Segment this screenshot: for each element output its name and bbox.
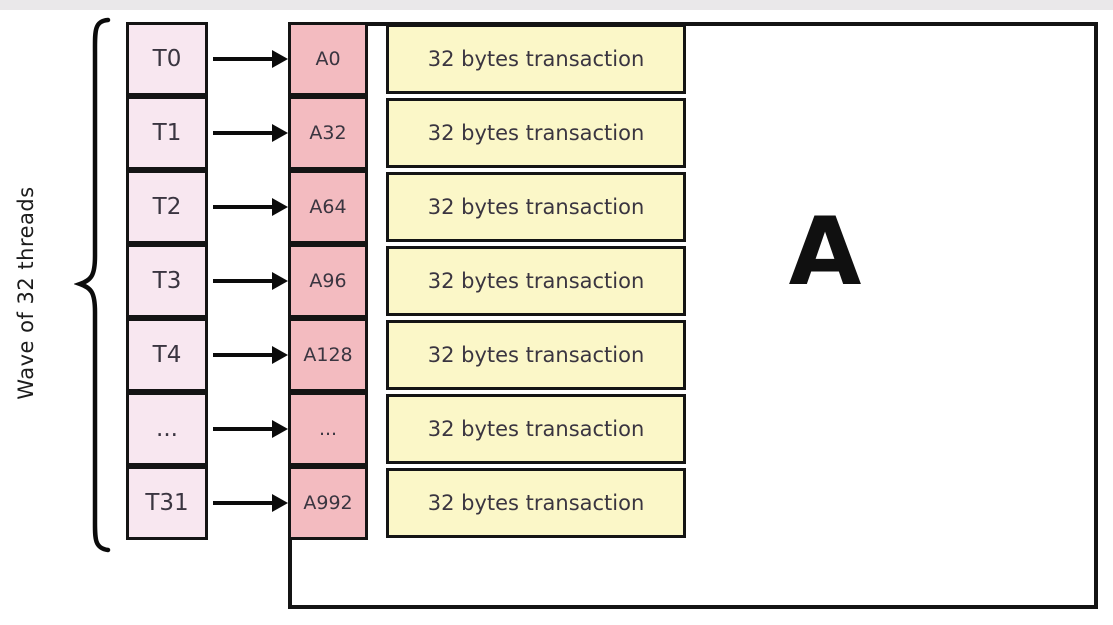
transaction-box: 32 bytes transaction [386,24,686,94]
transaction-box: 32 bytes transaction [386,172,686,242]
address-box: ... [288,392,368,466]
thread-box: ... [126,392,208,466]
coalescing-row: T0 A0 32 bytes transaction [0,22,1113,96]
arrow-right-icon [213,96,288,170]
transaction-box: 32 bytes transaction [386,320,686,390]
top-band [0,0,1113,10]
transaction-box: 32 bytes transaction [386,246,686,316]
thread-box: T3 [126,244,208,318]
transaction-box: 32 bytes transaction [386,394,686,464]
arrow-right-icon [213,22,288,96]
address-box: A128 [288,318,368,392]
thread-box: T4 [126,318,208,392]
transaction-box: 32 bytes transaction [386,98,686,168]
address-box: A96 [288,244,368,318]
arrow-right-icon [213,170,288,244]
arrow-right-icon [213,466,288,540]
thread-box: T31 [126,466,208,540]
coalescing-row: T3 A96 32 bytes transaction [0,244,1113,318]
arrow-right-icon [213,392,288,466]
address-box: A64 [288,170,368,244]
thread-box: T2 [126,170,208,244]
arrow-right-icon [213,244,288,318]
coalescing-row: T31 A992 32 bytes transaction [0,466,1113,540]
transaction-box: 32 bytes transaction [386,468,686,538]
thread-box: T0 [126,22,208,96]
address-box: A32 [288,96,368,170]
coalescing-row: ... ... 32 bytes transaction [0,392,1113,466]
memory-block-label: A [788,198,862,307]
coalescing-row: T1 A32 32 bytes transaction [0,96,1113,170]
address-box: A992 [288,466,368,540]
curly-brace [74,17,111,553]
arrow-right-icon [213,318,288,392]
coalescing-row: T2 A64 32 bytes transaction [0,170,1113,244]
address-box: A0 [288,22,368,96]
coalescing-row: T4 A128 32 bytes transaction [0,318,1113,392]
thread-box: T1 [126,96,208,170]
